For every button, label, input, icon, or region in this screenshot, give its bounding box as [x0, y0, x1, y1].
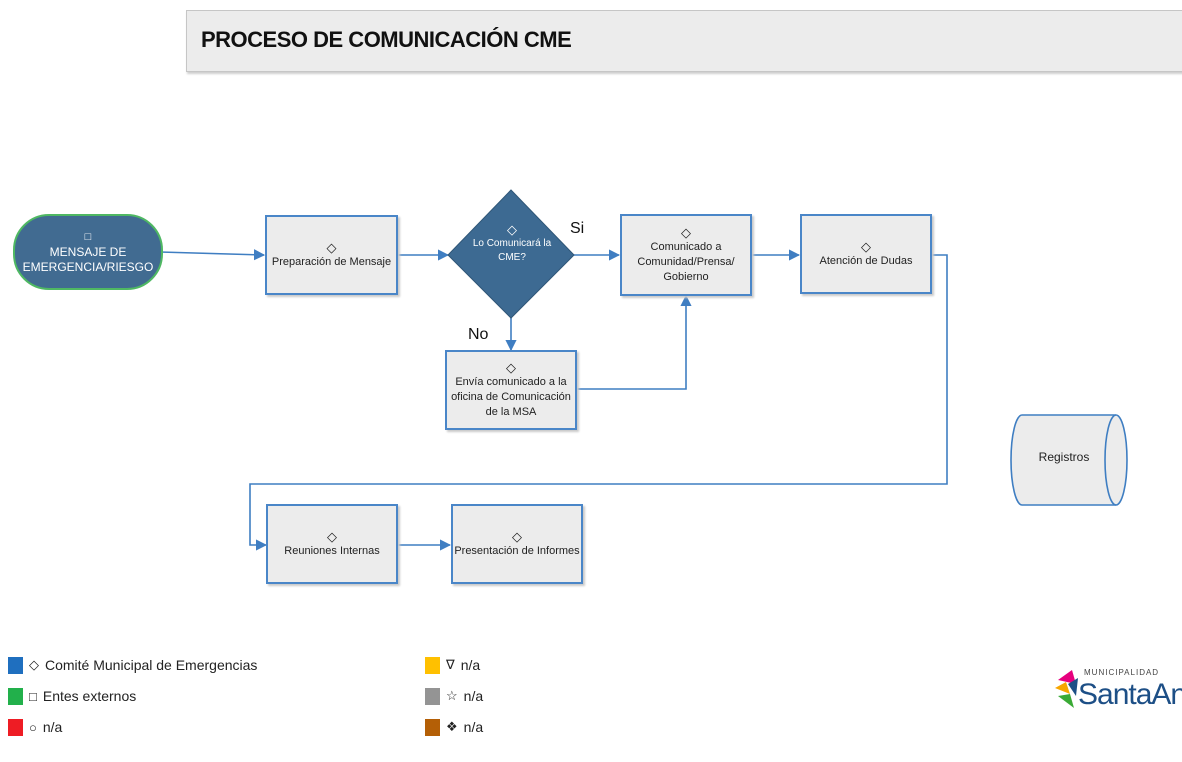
process-comunicado: ◇ Comunicado a Comunidad/Prensa/ Gobiern… — [620, 214, 752, 296]
diamond-icon: ◇ — [326, 240, 337, 255]
process-presentacion: ◇ Presentación de Informes — [451, 504, 583, 584]
circle-icon: ○ — [29, 719, 37, 735]
diamond-icon: ◇ — [507, 222, 517, 237]
legend-swatch-red — [8, 718, 23, 736]
diamond-icon: ◇ — [327, 529, 337, 544]
process-reuniones: ◇ Reuniones Internas — [266, 504, 398, 584]
process-envia: ◇ Envía comunicado a la oficina de Comun… — [445, 350, 577, 430]
star-icon: ☆ — [446, 688, 458, 703]
triangle-down-icon: ∇ — [446, 657, 455, 672]
legend-item: ○ n/a — [8, 717, 62, 737]
decision-label: ◇ Lo Comunicará la CME? — [455, 222, 569, 265]
process-label: Preparación de Mensaje — [271, 256, 392, 268]
decision-diamond — [447, 189, 575, 319]
legend-item: □ Entes externos — [8, 686, 136, 706]
logo-top-text: MUNICIPALIDAD — [1084, 668, 1160, 677]
registros-label: Registros — [1038, 450, 1090, 464]
process-label: Reuniones Internas — [284, 545, 380, 557]
legend-swatch-green — [8, 687, 23, 705]
page-title: PROCESO DE COMUNICACIÓN CME — [201, 27, 572, 52]
start-label-line2: EMERGENCIA/RIESGO — [22, 259, 154, 274]
start-node-mensaje: □ MENSAJE DE EMERGENCIA/RIESGO — [13, 214, 163, 290]
branch-no-label: No — [468, 326, 489, 343]
legend-item: ∇ n/a — [425, 655, 480, 675]
legend-swatch-gray — [425, 687, 440, 705]
connector-start-to-preparacion — [159, 249, 266, 261]
registros-storage-shape — [1010, 414, 1128, 506]
legend-label: Entes externos — [42, 688, 137, 704]
legend-item: ❖ n/a — [425, 717, 483, 737]
diamond-icon: ◇ — [681, 225, 691, 240]
legend-item: ◇ Comité Municipal de Emergencias — [8, 655, 257, 675]
legend-swatch-yellow — [425, 656, 440, 674]
legend-swatch-blue — [8, 656, 23, 674]
legend-label: Comité Municipal de Emergencias — [45, 657, 258, 673]
square-icon: □ — [29, 688, 37, 704]
municipality-logo-icon — [1055, 670, 1078, 708]
logo-main-text: SantaAn — [1078, 678, 1182, 711]
legend-label: n/a — [463, 719, 484, 735]
legend-swatch-brown — [425, 718, 440, 736]
diamond-icon: ◇ — [512, 529, 522, 544]
connector-envia-to-comunicado — [577, 294, 692, 390]
diamond-icon: ◇ — [861, 239, 871, 254]
diamond-icon: ◇ — [506, 360, 516, 375]
legend-label: n/a — [460, 657, 481, 673]
title-bar: PROCESO DE COMUNICACIÓN CME — [186, 10, 1182, 72]
process-label: Presentación de Informes — [454, 545, 580, 557]
connector-atencion-to-reuniones — [249, 254, 948, 551]
ornament-icon: ❖ — [446, 719, 458, 734]
start-label-line1: MENSAJE DE — [49, 244, 127, 259]
square-icon: □ — [84, 230, 92, 243]
process-label: Atención de Dudas — [819, 255, 913, 267]
process-preparacion: ◇ Preparación de Mensaje — [265, 215, 398, 295]
legend-item: ☆ n/a — [425, 686, 483, 706]
legend-label: n/a — [42, 719, 63, 735]
branch-yes-label: Si — [570, 220, 585, 237]
process-atencion: ◇ Atención de Dudas — [800, 214, 932, 294]
diamond-icon: ◇ — [29, 657, 39, 672]
legend-label: n/a — [463, 688, 484, 704]
